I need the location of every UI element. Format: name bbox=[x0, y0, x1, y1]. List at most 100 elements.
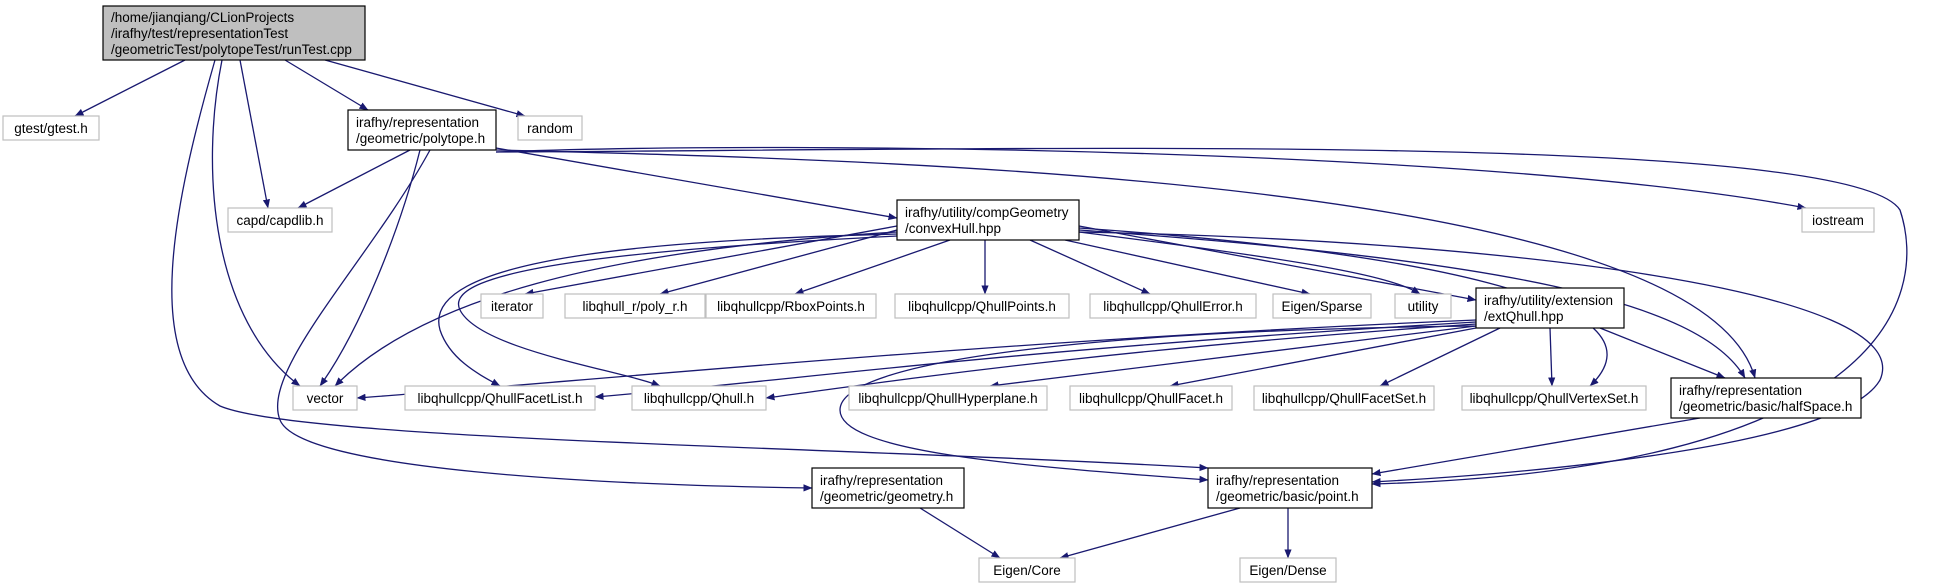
edge-convexhull-qhull bbox=[457, 235, 898, 387]
node-eigendense-label: Eigen/Dense bbox=[1249, 563, 1326, 578]
edge-extqhull-vertexset bbox=[1548, 327, 1556, 387]
node-point[interactable]: irafhy/representation/geometric/basic/po… bbox=[1207, 467, 1373, 509]
node-facetlist: libqhullcpp/QhullFacetList.h bbox=[404, 385, 596, 411]
edge-polytope-vector bbox=[319, 149, 421, 387]
node-vertexset-box bbox=[1461, 385, 1647, 411]
node-capdlib-box bbox=[227, 207, 333, 233]
node-geometry-box bbox=[811, 467, 965, 509]
node-convexhull-label: irafhy/utility/compGeometry bbox=[905, 205, 1069, 220]
node-point-label: irafhy/representation bbox=[1216, 473, 1339, 488]
node-extqhull-label: /extQhull.hpp bbox=[1484, 309, 1564, 324]
node-facet: libqhullcpp/QhullFacet.h bbox=[1069, 385, 1233, 411]
edge-convexhull-rboxpoints bbox=[794, 239, 951, 295]
node-iostream-box bbox=[1801, 207, 1875, 233]
node-vector: vector bbox=[292, 385, 358, 411]
node-polytope[interactable]: irafhy/representation/geometric/polytope… bbox=[347, 109, 497, 151]
node-extqhull[interactable]: irafhy/utility/extension/extQhull.hpp bbox=[1475, 287, 1625, 329]
node-root-label: /irafhy/test/representationTest bbox=[111, 26, 288, 41]
edge-convexhull-halfspace bbox=[1078, 229, 1746, 379]
node-eigencore-box bbox=[978, 557, 1076, 583]
node-rboxpoints: libqhullcpp/RboxPoints.h bbox=[705, 293, 877, 319]
node-qhull-label: libqhullcpp/Qhull.h bbox=[644, 391, 754, 406]
node-extqhull-label: irafhy/utility/extension bbox=[1484, 293, 1613, 308]
node-vertexset: libqhullcpp/QhullVertexSet.h bbox=[1461, 385, 1647, 411]
node-qhullerror: libqhullcpp/QhullError.h bbox=[1089, 293, 1257, 319]
node-geometry[interactable]: irafhy/representation/geometric/geometry… bbox=[811, 467, 965, 509]
edge-polytope-halfspace bbox=[495, 149, 1757, 379]
node-halfspace-label: /geometric/basic/halfSpace.h bbox=[1679, 399, 1852, 414]
edge-polytope-iostream bbox=[495, 146, 1807, 210]
node-gtest-label: gtest/gtest.h bbox=[14, 121, 88, 136]
node-capdlib: capd/capdlib.h bbox=[227, 207, 333, 233]
node-polyr-label: libqhull_r/poly_r.h bbox=[582, 299, 687, 314]
node-eigendense-box bbox=[1239, 557, 1337, 583]
node-halfspace[interactable]: irafhy/representation/geometric/basic/ha… bbox=[1670, 377, 1862, 419]
edge-geometry-eigencore bbox=[919, 507, 1001, 559]
edge-root-point bbox=[171, 59, 1209, 472]
edge-convexhull-polyr bbox=[659, 229, 898, 296]
node-vector-label: vector bbox=[307, 391, 344, 406]
node-facet-label: libqhullcpp/QhullFacet.h bbox=[1079, 391, 1223, 406]
edge-polytope-capdlib bbox=[297, 149, 411, 209]
node-rboxpoints-label: libqhullcpp/RboxPoints.h bbox=[717, 299, 865, 314]
node-facetset-label: libqhullcpp/QhullFacetSet.h bbox=[1262, 391, 1426, 406]
edge-halfspace-point bbox=[1371, 417, 1701, 477]
node-root-label: /geometricTest/polytopeTest/runTest.cpp bbox=[111, 42, 352, 57]
edge-convexhull-qhullerror bbox=[1029, 239, 1151, 295]
node-qhullpoints: libqhullcpp/QhullPoints.h bbox=[894, 293, 1070, 319]
node-random-box bbox=[517, 115, 583, 141]
edge-root-capdlib bbox=[239, 59, 270, 209]
node-vector-box bbox=[292, 385, 358, 411]
edge-convexhull-facetlist bbox=[438, 233, 898, 387]
node-iterator-label: iterator bbox=[491, 299, 534, 314]
node-eigencore: Eigen/Core bbox=[978, 557, 1076, 583]
node-qhull: libqhullcpp/Qhull.h bbox=[631, 385, 767, 411]
node-eigensparse: Eigen/Sparse bbox=[1272, 293, 1372, 319]
node-iostream-label: iostream bbox=[1812, 213, 1864, 228]
node-root-box bbox=[102, 5, 366, 61]
edge-extqhull-point bbox=[839, 325, 1477, 483]
node-hyperplane-box bbox=[848, 385, 1048, 411]
node-geometry-label: irafhy/representation bbox=[820, 473, 943, 488]
edge-polytope-geometry bbox=[277, 149, 813, 492]
edge-convexhull-eigensparse bbox=[1064, 239, 1311, 296]
node-convexhull-label: /convexHull.hpp bbox=[905, 221, 1001, 236]
node-vertexset-label: libqhullcpp/QhullVertexSet.h bbox=[1470, 391, 1639, 406]
node-convexhull[interactable]: irafhy/utility/compGeometry/convexHull.h… bbox=[896, 199, 1080, 241]
node-gtest: gtest/gtest.h bbox=[2, 115, 100, 141]
node-utility: utility bbox=[1394, 293, 1452, 319]
edge-extqhull-qhull bbox=[765, 323, 1477, 401]
edge-root-random bbox=[324, 59, 526, 118]
node-random-label: random bbox=[527, 121, 573, 136]
node-qhullpoints-box bbox=[894, 293, 1070, 319]
node-extqhull-box bbox=[1475, 287, 1625, 329]
node-qhull-box bbox=[631, 385, 767, 411]
node-polytope-label: /geometric/polytope.h bbox=[356, 131, 485, 146]
node-iterator-box bbox=[480, 293, 544, 319]
node-geometry-label: /geometric/geometry.h bbox=[820, 489, 953, 504]
node-qhullerror-box bbox=[1089, 293, 1257, 319]
node-root[interactable]: /home/jianqiang/CLionProjects/irafhy/tes… bbox=[102, 5, 366, 61]
node-iostream: iostream bbox=[1801, 207, 1875, 233]
node-facetset: libqhullcpp/QhullFacetSet.h bbox=[1253, 385, 1435, 411]
node-facetset-box bbox=[1253, 385, 1435, 411]
dependency-nodes: /home/jianqiang/CLionProjects/irafhy/tes… bbox=[2, 5, 1875, 583]
edge-convexhull-iterator bbox=[524, 225, 898, 297]
edge-convexhull-vertexset bbox=[1078, 227, 1608, 387]
node-halfspace-box bbox=[1670, 377, 1862, 419]
node-convexhull-box bbox=[896, 199, 1080, 241]
node-capdlib-label: capd/capdlib.h bbox=[236, 213, 323, 228]
node-facetlist-box bbox=[404, 385, 596, 411]
edge-root-polytope bbox=[284, 59, 369, 111]
node-polytope-box bbox=[347, 109, 497, 151]
node-polytope-label: irafhy/representation bbox=[356, 115, 479, 130]
node-random: random bbox=[517, 115, 583, 141]
node-polyr: libqhull_r/poly_r.h bbox=[564, 293, 706, 319]
node-eigensparse-box bbox=[1272, 293, 1372, 319]
node-eigendense: Eigen/Dense bbox=[1239, 557, 1337, 583]
node-qhullpoints-label: libqhullcpp/QhullPoints.h bbox=[908, 299, 1056, 314]
edge-root-vector bbox=[211, 59, 301, 387]
node-iterator: iterator bbox=[480, 293, 544, 319]
node-halfspace-label: irafhy/representation bbox=[1679, 383, 1802, 398]
node-hyperplane: libqhullcpp/QhullHyperplane.h bbox=[848, 385, 1048, 411]
